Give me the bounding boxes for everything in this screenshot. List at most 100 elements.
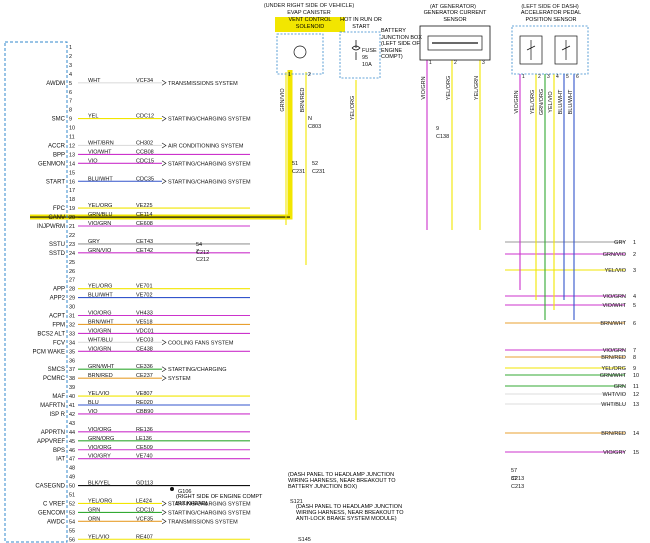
ecm-circuit-id: CBB90 bbox=[136, 409, 153, 415]
vertical-wire-pin: 2 bbox=[308, 72, 311, 78]
connector-pin: 52 bbox=[312, 161, 318, 167]
right-wire-color: VIO/GRN bbox=[603, 348, 626, 354]
ecm-pin-number: 27 bbox=[69, 278, 75, 284]
ecm-pin-number: 41 bbox=[69, 403, 75, 409]
ecm-pin-label: IAT bbox=[56, 457, 65, 463]
vertical-wire-color: GRN/ORG bbox=[539, 89, 545, 115]
ecm-pin-number: 6 bbox=[69, 90, 72, 96]
right-wire-color: YEL/ORG bbox=[602, 366, 626, 372]
ecm-pin-number: 52 bbox=[69, 501, 75, 507]
wire-arrow-icon bbox=[161, 500, 167, 507]
vertical-wire-pin: 5 bbox=[566, 74, 569, 80]
right-pin-number: 5 bbox=[633, 303, 636, 309]
ecm-wire-color: VIO/GRN bbox=[88, 221, 111, 227]
ground-id-label: G106 bbox=[178, 489, 191, 495]
ecm-pin-number: 47 bbox=[69, 457, 75, 463]
ecm-pin-number: 25 bbox=[69, 260, 75, 266]
vertical-wire-pin: 2 bbox=[538, 74, 541, 80]
ecm-wire-desc: STARTING/CHARGING SYSTEM bbox=[168, 117, 251, 123]
ecm-pin-number: 55 bbox=[69, 528, 75, 534]
splice2-desc: (DASH PANEL TO HEADLAMP JUNCTION WIRING … bbox=[296, 504, 404, 523]
ecm-pin-number: 18 bbox=[69, 197, 75, 203]
ecm-circuit-id: VE518 bbox=[136, 319, 153, 325]
ecm-pin-label: FPC bbox=[53, 206, 66, 212]
ecm-wire-color: VIO/GRY bbox=[88, 454, 111, 460]
fuse-amp-label: 10A bbox=[362, 62, 372, 68]
right-pin-number: 9 bbox=[633, 366, 636, 372]
vertical-wire-color: YEL/ORG bbox=[446, 76, 452, 100]
splice-s121: (DASH PANEL TO HEADLAMP JUNCTION WIRING … bbox=[288, 472, 396, 505]
right-wire-color: GRN bbox=[614, 384, 626, 390]
connector-id: C231 bbox=[312, 169, 325, 175]
app-sensor-box bbox=[511, 25, 589, 75]
ecm-pin-number: 54 bbox=[69, 519, 75, 525]
ecm-pin-label: BPP bbox=[53, 152, 65, 158]
ecm-wire-desc: TRANSMISSIONS SYSTEM bbox=[168, 81, 238, 87]
ground-desc-label: (RIGHT SIDE OF ENGINE COMPT BULKHEAD) bbox=[176, 494, 263, 507]
ecm-wire-desc: STARTING/CHARGING bbox=[168, 367, 226, 373]
vent-label-highlight bbox=[275, 17, 345, 32]
connector-pin: 7 bbox=[196, 249, 199, 255]
ecm-wire-color: BLU/WHT bbox=[88, 293, 113, 299]
ecm-pin-label: CASEGND bbox=[35, 484, 65, 490]
ecm-circuit-id: VCF35 bbox=[136, 516, 153, 522]
ecm-circuit-id: CE438 bbox=[136, 346, 153, 352]
ecm-pin-label: MAFRTN bbox=[40, 403, 65, 409]
ecm-pin-number: 22 bbox=[69, 233, 75, 239]
ecm-pin-label: MAF bbox=[52, 394, 65, 400]
vertical-wire-color: YEL/ORG bbox=[530, 90, 536, 114]
connector-id: C212 bbox=[196, 250, 209, 256]
connector-id: C213 bbox=[511, 484, 524, 490]
ecm-circuit-id: CE509 bbox=[136, 445, 153, 451]
vertical-wire-pin: 2 bbox=[454, 60, 457, 66]
ecm-pin-label: ISP R bbox=[49, 412, 65, 418]
vertical-wire-color: VIO/GRN bbox=[514, 90, 520, 113]
ecm-pin-number: 46 bbox=[69, 448, 75, 454]
ecm-circuit-id: CDC10 bbox=[136, 507, 154, 513]
ecm-wire-color: VIO/GRN bbox=[88, 346, 111, 352]
ecm-wire-desc: SYSTEM bbox=[168, 376, 191, 382]
ecm-circuit-id: CH302 bbox=[136, 140, 153, 146]
ecm-circuit-id: RE407 bbox=[136, 534, 153, 540]
ecm-wire-color: VIO/ORG bbox=[88, 311, 112, 317]
ecm-circuit-id: LE136 bbox=[136, 436, 152, 442]
connector-pin: 37 bbox=[511, 476, 517, 482]
connector-pin: 51 bbox=[292, 161, 298, 167]
ecm-wire-color: GRN/ORG bbox=[88, 436, 114, 442]
ecm-wire-color: GRN/WHT bbox=[88, 364, 115, 370]
ecm-pin-number: 24 bbox=[69, 251, 75, 257]
ecm-circuit-id: VE740 bbox=[136, 454, 153, 460]
app-pot-2-icon bbox=[554, 35, 578, 65]
ecm-wire-color: WHT bbox=[88, 78, 101, 84]
right-pin-number: 14 bbox=[633, 431, 639, 437]
ecm-wire-desc: STARTING/CHARGING SYSTEM bbox=[168, 501, 251, 507]
ecm-wire-color: BLU/WHT bbox=[88, 176, 113, 182]
vertical-wire-labels: GRN/VIO1BRN/RED2YEL/ORGVIO/GRN1YEL/ORG2Y… bbox=[280, 60, 579, 120]
ecm-pin-label: AWDC bbox=[47, 519, 66, 525]
ecm-pin-number: 9 bbox=[69, 117, 72, 123]
wire-arrow-icon bbox=[161, 518, 167, 525]
right-wire-color: WHT/BLU bbox=[601, 402, 626, 408]
vertical-wire-color: VIO/GRN bbox=[421, 76, 427, 99]
ecm-pin-number: 14 bbox=[69, 161, 75, 167]
ecm-pin-label: ACCR bbox=[48, 143, 66, 149]
ecm-pin-number: 29 bbox=[69, 296, 75, 302]
wires-layer bbox=[78, 60, 625, 540]
ecm-pin-number: 1 bbox=[69, 45, 72, 51]
ecm-wire-desc: COOLING FANS SYSTEM bbox=[168, 340, 234, 346]
ecm-pin-label: START bbox=[46, 179, 65, 185]
ecm-circuit-id: GD113 bbox=[136, 481, 153, 487]
ecm-circuit-id: CDC15 bbox=[136, 158, 154, 164]
app-pot-1-icon bbox=[519, 35, 543, 65]
ecm-circuit-id: VEC03 bbox=[136, 337, 153, 343]
ecm-circuit-id: CE608 bbox=[136, 221, 153, 227]
right-pin-number: 13 bbox=[633, 402, 639, 408]
gen-sensor-box bbox=[419, 25, 491, 61]
right-wire-color: BRN/RED bbox=[601, 355, 626, 361]
right-pin-number: 4 bbox=[633, 294, 636, 300]
ecm-circuit-id: CET42 bbox=[136, 248, 153, 254]
ecm-pin-number: 51 bbox=[69, 493, 75, 499]
ecm-circuit-id: VE225 bbox=[136, 203, 153, 209]
ecm-pin-number: 42 bbox=[69, 412, 75, 418]
